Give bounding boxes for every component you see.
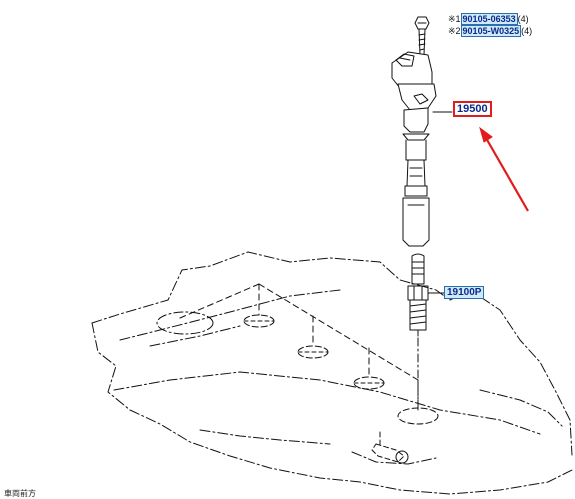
- head-fitting: [371, 431, 409, 464]
- cylinder-head-outline: [91, 251, 573, 495]
- bolt-part-link-2[interactable]: 90105-W0325: [460, 25, 522, 37]
- highlight-arrow: [479, 126, 529, 212]
- spark-plug-drawing: [407, 253, 429, 337]
- ignition-coil-drawing: [391, 51, 437, 247]
- coil-part-link[interactable]: 19500: [453, 101, 492, 117]
- bolt-qty-1: (4): [517, 14, 529, 24]
- plug-part-link[interactable]: 19100P: [444, 286, 485, 299]
- coil-callout: 19500: [453, 101, 492, 117]
- alignment-guides: [179, 283, 419, 409]
- bolt-part-link-1[interactable]: 90105-06353: [460, 13, 518, 25]
- plug-callout: 19100P: [444, 286, 485, 299]
- note-mark-2: ※2: [448, 26, 461, 36]
- note-mark-1: ※1: [448, 14, 461, 24]
- vehicle-front-label: 車両前方: [4, 489, 36, 498]
- bolt-qty-2: (4): [521, 26, 533, 36]
- bolt-drawing: [414, 16, 430, 56]
- plug-well-ovals: [156, 311, 439, 425]
